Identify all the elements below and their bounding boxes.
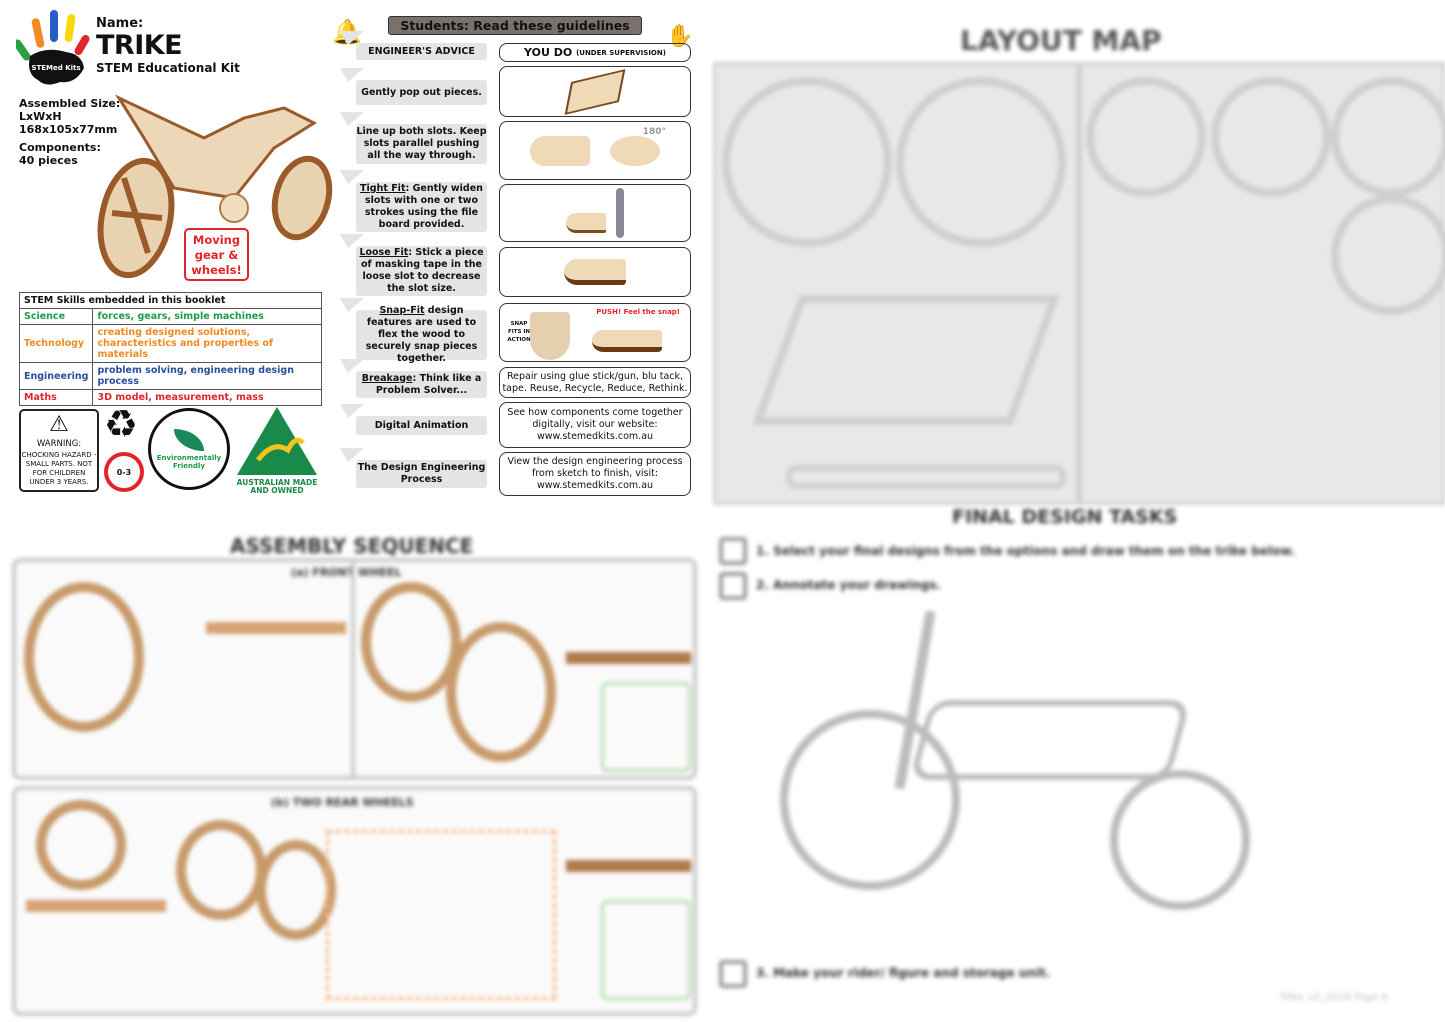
loose-fit-illustration xyxy=(499,247,691,297)
repair-note: Repair using glue stick/gun, blu tack, t… xyxy=(499,367,691,398)
step-a-title: (a) FRONT WHEEL xyxy=(291,566,402,579)
assembly-step-b-panel: (b) TWO REAR WHEELS xyxy=(12,786,697,1016)
stem-skills-table: STEM Skills embedded in this booklet Sci… xyxy=(18,292,322,406)
australian-made-logo: AUSTRALIAN MADE AND OWNED xyxy=(233,405,321,495)
skill-desc: creating designed solutions, characteris… xyxy=(92,324,322,363)
assembly-title: ASSEMBLY SEQUENCE xyxy=(230,534,474,558)
push-label: PUSH! Feel the snap! xyxy=(596,308,680,316)
warning-triangle-icon: ⚠ xyxy=(49,412,69,437)
name-label: Name: xyxy=(96,16,144,31)
advice-row: The Design Engineering Process xyxy=(356,460,487,488)
leaf-icon xyxy=(174,429,204,451)
layout-map-title: LAYOUT MAP xyxy=(960,24,1162,57)
task-checkbox[interactable] xyxy=(719,572,747,600)
assembly-step-a-panel: (a) FRONT WHEEL xyxy=(12,558,697,780)
snap-label: SNAP FITS IN ACTION xyxy=(507,321,531,343)
task-item: 1. Select your final designs from the op… xyxy=(756,544,1296,558)
trike-outline-drawing xyxy=(760,600,1260,960)
warning-text: CHOCKING HAZARD - SMALL PARTS. NOT FOR C… xyxy=(21,451,97,486)
skill-subject: Maths xyxy=(18,389,94,406)
advice-row: Digital Animation xyxy=(356,416,487,435)
size-dims: LxWxH xyxy=(19,110,62,123)
you-do-header: YOU DO (UNDER SUPERVISION) xyxy=(499,43,691,62)
moving-gear-callout: Moving gear & wheels! xyxy=(184,228,249,281)
advice-row: Snap-Fit design features are used to fle… xyxy=(356,305,487,364)
tight-fit-illustration xyxy=(499,184,691,242)
eco-friendly-badge: Environmentally Friendly xyxy=(148,408,230,490)
advice-row: Gently pop out pieces. xyxy=(356,80,487,105)
step-b-title: (b) TWO REAR WHEELS xyxy=(271,796,414,809)
recycle-icon: ♻ xyxy=(104,402,139,446)
choking-warning: ⚠ WARNING: CHOCKING HAZARD - SMALL PARTS… xyxy=(19,409,99,492)
advice-header: ENGINEER'S ADVICE xyxy=(356,43,487,60)
task-item: 2. Annotate your drawings. xyxy=(756,578,941,592)
age-label: 0-3 xyxy=(116,467,132,477)
trike-model-image xyxy=(84,78,334,288)
guidelines-banner: Students: Read these guidelines xyxy=(388,16,642,35)
warning-title: WARNING: xyxy=(36,439,82,449)
advice-row: Line up both slots. Keep slots parallel … xyxy=(356,124,487,164)
snap-fit-illustration: SNAP FITS IN ACTION PUSH! Feel the snap! xyxy=(499,303,691,362)
advice-row: Tight Fit: Gently widen slots with one o… xyxy=(356,182,487,232)
layout-map-sheet xyxy=(713,62,1445,505)
components-label: Components: xyxy=(19,141,101,154)
svg-text:STEMed Kits: STEMed Kits xyxy=(31,64,80,72)
final-tasks-title: FINAL DESIGN TASKS xyxy=(952,506,1178,528)
aus-made-text: AUSTRALIAN MADE AND OWNED xyxy=(236,478,318,495)
components-value: 40 pieces xyxy=(19,154,78,167)
task-item: 3. Make your rider/ figure and storage u… xyxy=(756,966,1051,980)
skills-heading: STEM Skills embedded in this booklet xyxy=(19,292,322,309)
animation-note: See how components come together digital… xyxy=(499,402,691,448)
size-label: Assembled Size: xyxy=(19,97,121,110)
skill-subject: Science xyxy=(18,308,94,325)
task-checkbox[interactable] xyxy=(719,537,747,565)
advice-row: Breakage: Think like a Problem Solver... xyxy=(356,371,487,398)
design-process-note: View the design engineering process from… xyxy=(499,452,691,496)
skill-desc: 3D model, measurement, mass xyxy=(92,389,322,406)
skill-desc: problem solving, engineering design proc… xyxy=(92,362,322,390)
pop-out-illustration xyxy=(499,66,691,117)
kit-subtitle: STEM Educational Kit xyxy=(96,61,240,75)
page-footer: Trike_v2_2019 Page 6 xyxy=(1280,992,1388,1003)
task-checkbox[interactable] xyxy=(719,960,747,988)
kit-title: TRIKE xyxy=(96,30,183,61)
eco-text: Environmentally Friendly xyxy=(156,454,222,470)
no-under-3-icon: 0-3 xyxy=(104,452,144,492)
slots-illustration: 180° xyxy=(499,121,691,180)
skill-desc: forces, gears, simple machines xyxy=(92,308,322,325)
stemed-logo: STEMed Kits xyxy=(13,8,94,88)
advice-row: Loose Fit: Stick a piece of masking tape… xyxy=(356,246,487,296)
skill-subject: Engineering xyxy=(18,362,94,390)
size-value: 168x105x77mm xyxy=(19,123,118,136)
skill-subject: Technology xyxy=(18,324,94,363)
